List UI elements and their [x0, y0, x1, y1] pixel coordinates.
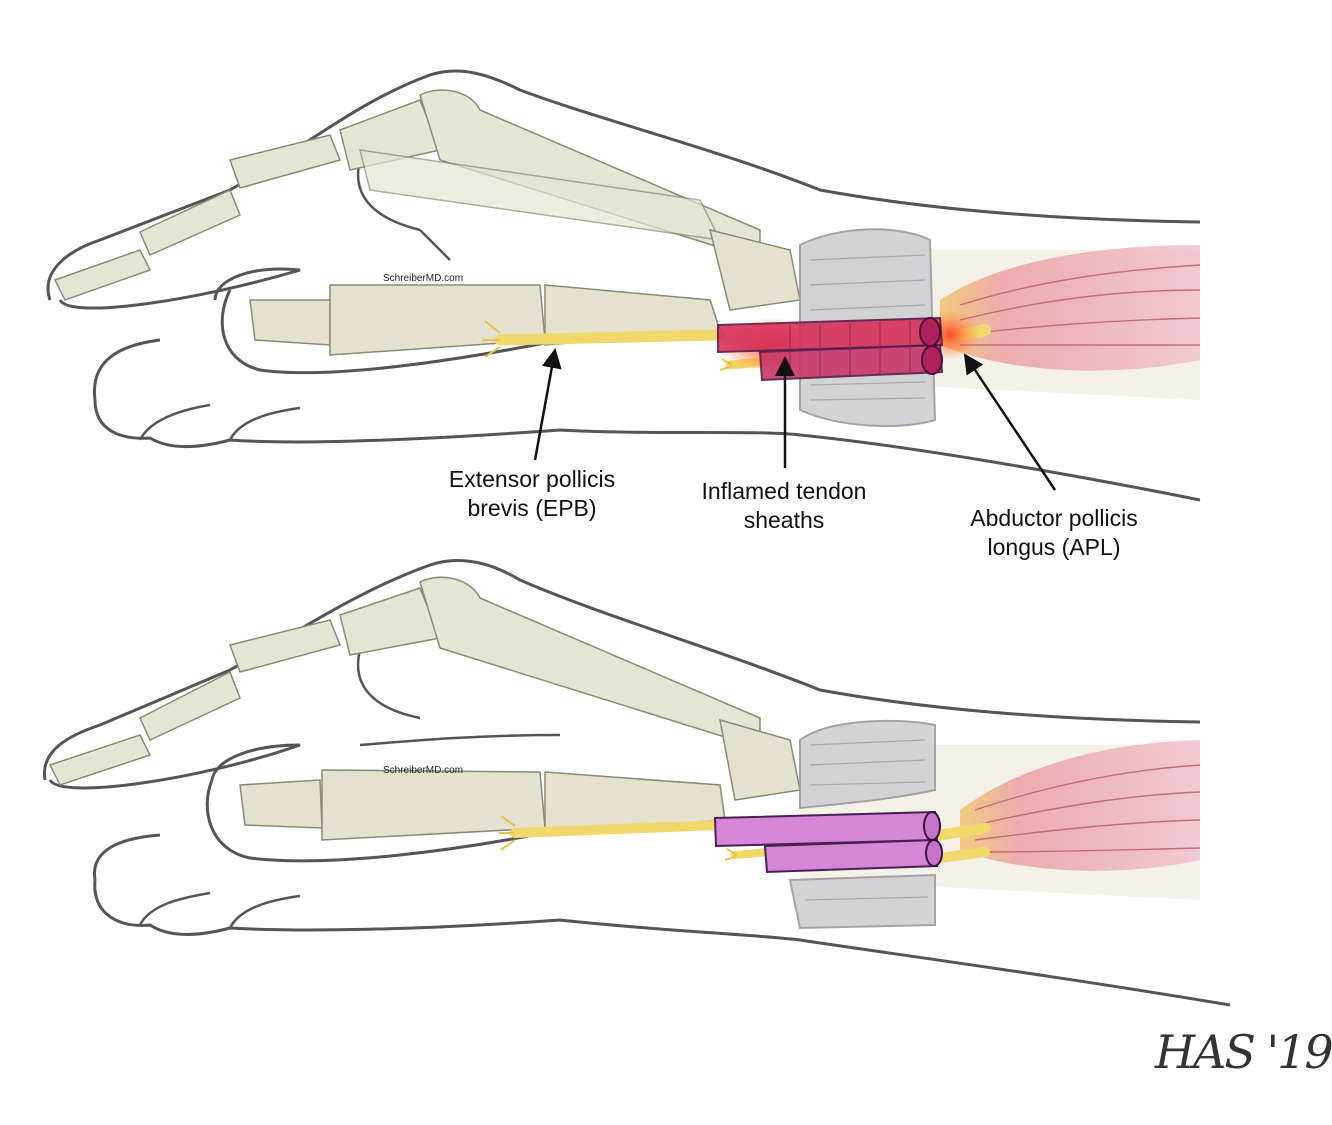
- watermark-bottom: SchreiberMD.com: [383, 765, 464, 776]
- top-callout-arrows: [533, 348, 1057, 491]
- label-sheaths-line1: Inflamed tendon: [701, 478, 867, 504]
- label-epb-line1: Extensor pollicis: [448, 466, 616, 492]
- top-muscle-bellies: [940, 245, 1201, 371]
- illustration: SchreiberMD.com SchreiberMD.com Extensor…: [43, 69, 1332, 1079]
- label-apl-line2: longus (APL): [987, 534, 1121, 560]
- top-inflamed-sheaths: [717, 316, 944, 382]
- label-inflamed-sheaths: Inflamed tendon sheaths: [684, 477, 884, 535]
- bottom-retinaculum: [788, 719, 936, 930]
- label-epb: Extensor pollicis brevis (EPB): [432, 465, 632, 523]
- label-epb-line2: brevis (EPB): [467, 495, 597, 521]
- watermark-top: SchreiberMD.com: [383, 273, 464, 284]
- bottom-hand-outline: [43, 558, 1201, 781]
- arrow-apl: [963, 353, 1057, 491]
- top-hand-outline: [46, 69, 1201, 301]
- top-hand: [46, 69, 1201, 502]
- bottom-healthy-sheaths: [713, 810, 943, 874]
- label-sheaths-line2: sheaths: [743, 507, 825, 533]
- arrow-epb: [533, 348, 562, 461]
- label-apl-line1: Abductor pollicis: [970, 505, 1138, 531]
- artist-signature: HAS '19: [1155, 1025, 1332, 1079]
- bottom-tendons: [510, 820, 991, 863]
- hand-wrist-drawing: [43, 69, 1231, 1007]
- bottom-hand: [43, 558, 1231, 1007]
- bottom-muscle-bellies: [960, 740, 1201, 871]
- label-apl: Abductor pollicis longus (APL): [954, 504, 1154, 562]
